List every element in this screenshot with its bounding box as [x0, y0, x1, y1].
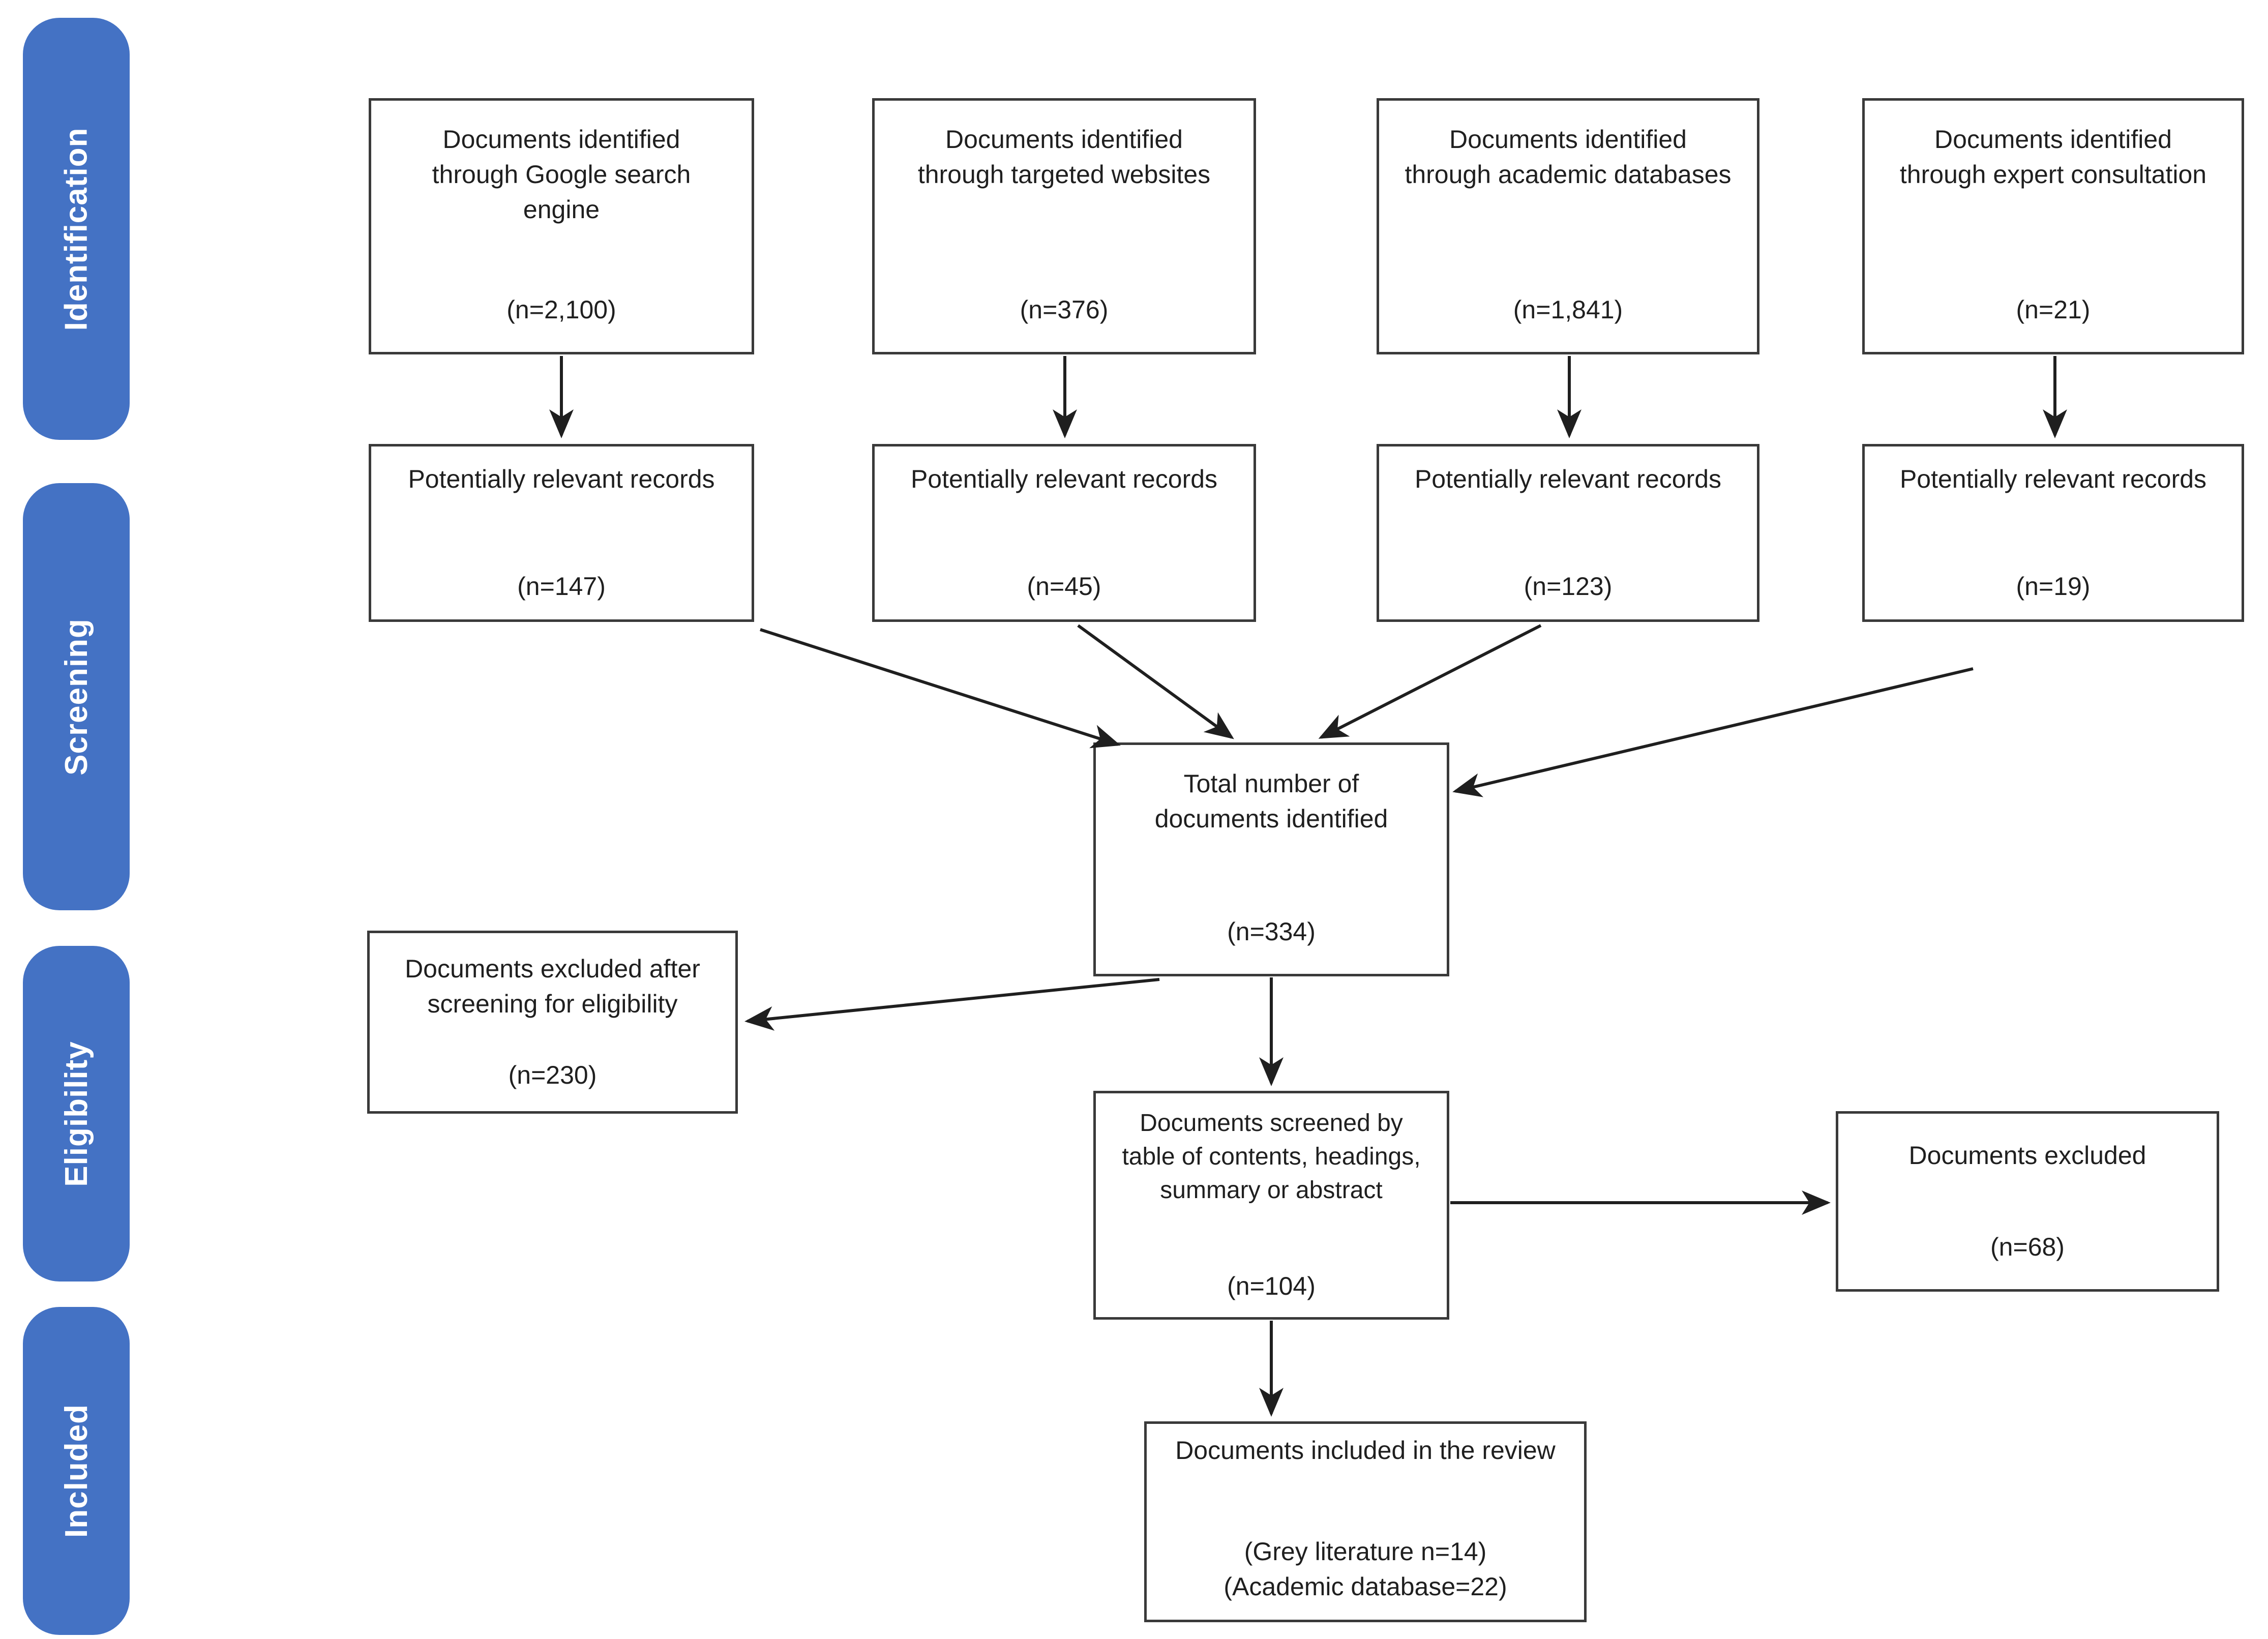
stage-included-label: Included [58, 1404, 94, 1538]
relevant-records-box-3-title: Potentially relevant records [1414, 465, 1722, 493]
included-in-review-counts: (Grey literature n=14) (Academic databas… [1218, 1534, 1512, 1620]
arrow-records4-to-total [1452, 667, 1974, 797]
source-box-google: Documents identified through Google sear… [369, 98, 754, 354]
stage-identification-label: Identification [58, 127, 94, 331]
source-box-expert: Documents identified through expert cons… [1862, 98, 2244, 354]
total-identified-box: Total number of documents identified (n=… [1093, 742, 1449, 976]
relevant-records-box-4: Potentially relevant records (n=19) [1862, 444, 2244, 622]
total-identified-title: Total number of documents identified [1154, 769, 1388, 833]
relevant-records-box-3-count: (n=123) [1524, 572, 1613, 601]
total-identified-count: (n=334) [1227, 917, 1316, 946]
relevant-records-box-4-count: (n=19) [2016, 572, 2091, 601]
screened-box-title: Documents screened by table of contents,… [1122, 1110, 1421, 1204]
documents-excluded-box: Documents excluded (n=68) [1836, 1111, 2219, 1292]
relevant-records-box-1: Potentially relevant records (n=147) [369, 444, 754, 622]
documents-excluded-count: (n=68) [1990, 1233, 2065, 1261]
source-box-google-title: Documents identified through Google sear… [432, 125, 691, 224]
stage-identification: Identification [23, 18, 130, 440]
source-box-google-count: (n=2,100) [506, 295, 616, 324]
relevant-records-box-4-title: Potentially relevant records [1899, 465, 2207, 493]
stage-included: Included [23, 1307, 130, 1635]
relevant-records-box-1-title: Potentially relevant records [408, 465, 715, 493]
arrow-records1-to-total [760, 628, 1121, 749]
relevant-records-box-3: Potentially relevant records (n=123) [1377, 444, 1759, 622]
documents-excluded-title: Documents excluded [1908, 1141, 2146, 1170]
stage-eligibility: Eligibility [23, 946, 130, 1282]
source-box-websites: Documents identified through targeted we… [872, 98, 1256, 354]
source-box-databases-count: (n=1,841) [1513, 295, 1623, 324]
screened-box-count: (n=104) [1227, 1272, 1316, 1300]
screened-box: Documents screened by table of contents,… [1093, 1091, 1449, 1320]
included-in-review-box: Documents included in the review (Grey l… [1144, 1421, 1587, 1622]
relevant-records-box-2: Potentially relevant records (n=45) [872, 444, 1256, 622]
arrow-records2-to-total [1077, 624, 1234, 739]
arrow-records3-to-total [1318, 624, 1542, 739]
arrow-total-to-excluded-screening [744, 978, 1160, 1031]
source-box-expert-title: Documents identified through expert cons… [1899, 125, 2207, 189]
stage-screening: Screening [23, 483, 130, 910]
excluded-after-screening-title: Documents excluded after screening for e… [405, 955, 700, 1018]
source-box-websites-title: Documents identified through targeted we… [917, 125, 1211, 189]
included-grey-literature-count: (Grey literature n=14) [1244, 1537, 1487, 1566]
relevant-records-box-2-title: Potentially relevant records [910, 465, 1218, 493]
source-box-websites-count: (n=376) [1020, 295, 1109, 324]
excluded-after-screening-box: Documents excluded after screening for e… [367, 931, 738, 1114]
relevant-records-box-2-count: (n=45) [1027, 572, 1101, 601]
source-box-expert-count: (n=21) [2016, 295, 2091, 324]
source-box-databases-title: Documents identified through academic da… [1405, 125, 1732, 189]
relevant-records-box-1-count: (n=147) [517, 572, 606, 601]
stage-screening-label: Screening [58, 618, 94, 776]
source-box-databases: Documents identified through academic da… [1377, 98, 1759, 354]
excluded-after-screening-count: (n=230) [508, 1061, 597, 1089]
included-academic-database-count: (Academic database=22) [1223, 1572, 1507, 1601]
included-in-review-title: Documents included in the review [1175, 1436, 1556, 1465]
stage-eligibility-label: Eligibility [58, 1040, 94, 1187]
